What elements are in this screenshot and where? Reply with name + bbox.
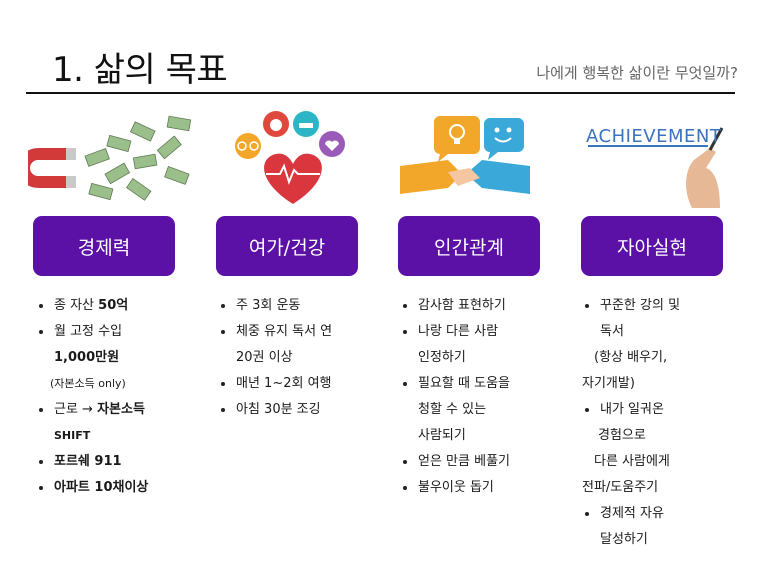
list-item: 포르쉐 911 (36, 449, 206, 475)
list-item: 종 자산 50억 (36, 293, 206, 319)
list-item: 불우이웃 돕기 (400, 475, 550, 501)
list-item: 아침 30분 조깅 (218, 397, 368, 423)
page-title: 1. 삶의 목표 (52, 50, 228, 90)
list-item: 주 3회 운동 (218, 293, 368, 319)
card-self-realization: 자아실현 (581, 216, 723, 276)
title-divider (26, 92, 735, 94)
card-relationships: 인간관계 (398, 216, 540, 276)
achievement-text: ACHIEVEMENT (586, 126, 722, 147)
card-leisure-health: 여가/건강 (216, 216, 358, 276)
card-economy: 경제력 (33, 216, 175, 276)
list-item: 감사함 표현하기 (400, 293, 550, 319)
list-note: 전파/도움주기 (582, 480, 659, 495)
economy-goals: 종 자산 50억 월 고정 수입 1,000만원 (자본소득 only) 근로 … (36, 293, 206, 501)
list-item: 매년 1~2회 여행 (218, 371, 368, 397)
list-note: (항상 배우기, (594, 350, 668, 365)
list-item: 얻은 만큼 베풀기 (400, 449, 550, 475)
health-heart-icon (235, 111, 345, 204)
page-subtitle: 나에게 행복한 삶이란 무엇일까? (536, 64, 738, 82)
list-item: 월 고정 수입 1,000만원 (36, 319, 206, 371)
list-item-note: (자본소득 only) (50, 377, 126, 390)
list-note: 다른 사람에게 (594, 454, 670, 469)
list-item: 근로 → 자본소득 SHIFT (36, 397, 206, 449)
achievement-illustration (588, 127, 724, 208)
list-note: 자기개발) (582, 376, 635, 391)
handshake-ideas-icon (400, 116, 530, 194)
list-item: 아파트 10채이상 (36, 475, 206, 501)
magnet-money-icon (28, 115, 192, 201)
